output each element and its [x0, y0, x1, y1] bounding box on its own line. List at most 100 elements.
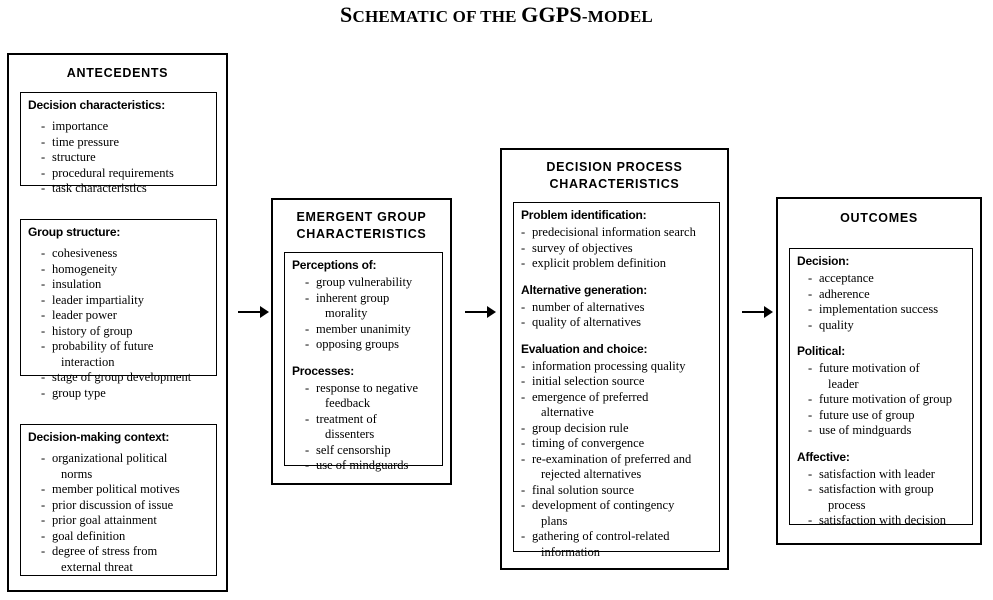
arrow-decision-process-to-outcomes	[742, 306, 773, 318]
list-item: importance	[41, 119, 209, 135]
list-item: leader power	[41, 308, 209, 324]
column-decision-process-characteristics: DECISION PROCESS CHARACTERISTICS Problem…	[500, 148, 729, 570]
list-item: member unanimity	[305, 322, 436, 338]
arrow-emergent-to-decision-process	[465, 306, 496, 318]
panel-decision-characteristics: Decision characteristics: importance tim…	[20, 92, 217, 196]
list-item: opposing groups	[305, 337, 436, 353]
list-item: final solution source	[521, 483, 714, 499]
list-item: adherence	[808, 287, 967, 303]
list-item: self censorship	[305, 443, 436, 459]
list-group-structure: cohesiveness homogeneity insulation lead…	[28, 246, 209, 401]
panel-title-problem-identification: Problem identification:	[521, 208, 647, 222]
arrow-head	[260, 306, 269, 318]
list-decision-characteristics: importance time pressure structure proce…	[28, 119, 209, 197]
list-item: re-examination of preferred andrejected …	[521, 452, 714, 483]
arrow-shaft	[465, 311, 489, 313]
panel-decision-making-context: Decision-making context: organizational …	[20, 424, 217, 576]
list-item: predecisional information search	[521, 225, 714, 241]
list-item: information processing quality	[521, 359, 714, 375]
list-item: prior goal attainment	[41, 513, 209, 529]
column-header-decision-process-characteristics: DECISION PROCESS CHARACTERISTICS	[546, 160, 683, 191]
title-rest-2: -MODEL	[581, 7, 653, 26]
list-item: satisfaction with leader	[808, 467, 967, 483]
list-item: group type	[41, 386, 209, 402]
column-header-antecedents: ANTECEDENTS	[66, 66, 169, 80]
arrow-head	[487, 306, 496, 318]
panel-title-decision-characteristics: Decision characteristics:	[28, 98, 166, 112]
list-item: time pressure	[41, 135, 209, 151]
list-item: satisfaction with decision	[808, 513, 967, 529]
list-problem-identification: predecisional information search survey …	[521, 225, 714, 272]
list-item: task characteristics	[41, 181, 209, 197]
column-emergent-group-characteristics: EMERGENT GROUP CHARACTERISTICS Perceptio…	[271, 198, 452, 485]
list-item: use of mindguards	[305, 458, 436, 474]
list-item: timing of convergence	[521, 436, 714, 452]
arrow-shaft	[742, 311, 766, 313]
list-item: stage of group development	[41, 370, 209, 386]
list-item: history of group	[41, 324, 209, 340]
panel-group-structure: Group structure: cohesiveness homogeneit…	[20, 219, 217, 401]
arrow-antecedents-to-emergent	[238, 306, 269, 318]
title-lead: S	[340, 2, 353, 27]
panel-decision-process-inner: Problem identification: predecisional in…	[513, 202, 720, 559]
panel-title-decision-making-context: Decision-making context:	[28, 430, 170, 444]
list-item: use of mindguards	[808, 423, 967, 439]
list-alternative-generation: number of alternatives quality of altern…	[521, 300, 714, 331]
list-item: future motivation of group	[808, 392, 967, 408]
list-item: future use of group	[808, 408, 967, 424]
list-item: explicit problem definition	[521, 256, 714, 272]
list-item: survey of objectives	[521, 241, 714, 257]
column-outcomes: OUTCOMES Decision: acceptance adherence …	[776, 197, 982, 545]
list-item: acceptance	[808, 271, 967, 287]
list-item: homogeneity	[41, 262, 209, 278]
column-header-emergent-group-characteristics: EMERGENT GROUP CHARACTERISTICS	[296, 210, 427, 241]
panel-title-evaluation-and-choice: Evaluation and choice:	[521, 341, 648, 356]
panel-emergent-inner: Perceptions of: group vulnerability inhe…	[284, 252, 443, 473]
list-affective: satisfaction with leader satisfaction wi…	[797, 467, 967, 529]
section-gap	[521, 272, 714, 283]
arrow-head	[764, 306, 773, 318]
list-item: leader impartiality	[41, 293, 209, 309]
title-rest-1: CHEMATIC OF THE	[352, 7, 522, 26]
column-header-outcomes: OUTCOMES	[840, 211, 918, 225]
arrow-shaft	[238, 311, 262, 313]
section-gap	[521, 331, 714, 342]
section-gap	[797, 333, 967, 344]
list-item: cohesiveness	[41, 246, 209, 262]
list-item: prior discussion of issue	[41, 498, 209, 514]
list-item: insulation	[41, 277, 209, 293]
list-item: member political motives	[41, 482, 209, 498]
panel-title-perceptions-of: Perceptions of:	[292, 258, 377, 272]
list-item: structure	[41, 150, 209, 166]
list-item: quality of alternatives	[521, 315, 714, 331]
column-antecedents: ANTECEDENTS Decision characteristics: im…	[7, 53, 228, 592]
list-item: quality	[808, 318, 967, 334]
list-item: procedural requirements	[41, 166, 209, 182]
list-item: number of alternatives	[521, 300, 714, 316]
list-item: goal definition	[41, 529, 209, 545]
panel-title-decision: Decision:	[797, 254, 850, 268]
list-item: implementation success	[808, 302, 967, 318]
panel-title-affective: Affective:	[797, 449, 850, 464]
panel-title-group-structure: Group structure:	[28, 225, 121, 239]
title-acronym: GGPS	[521, 2, 582, 27]
panel-outcomes-inner: Decision: acceptance adherence implement…	[789, 248, 973, 528]
page-title: SCHEMATIC OF THE GGPS-MODEL	[0, 2, 993, 28]
list-perceptions-of: group vulnerability inherent groupmorali…	[292, 275, 436, 353]
section-gap	[797, 439, 967, 450]
section-gap	[292, 353, 436, 364]
